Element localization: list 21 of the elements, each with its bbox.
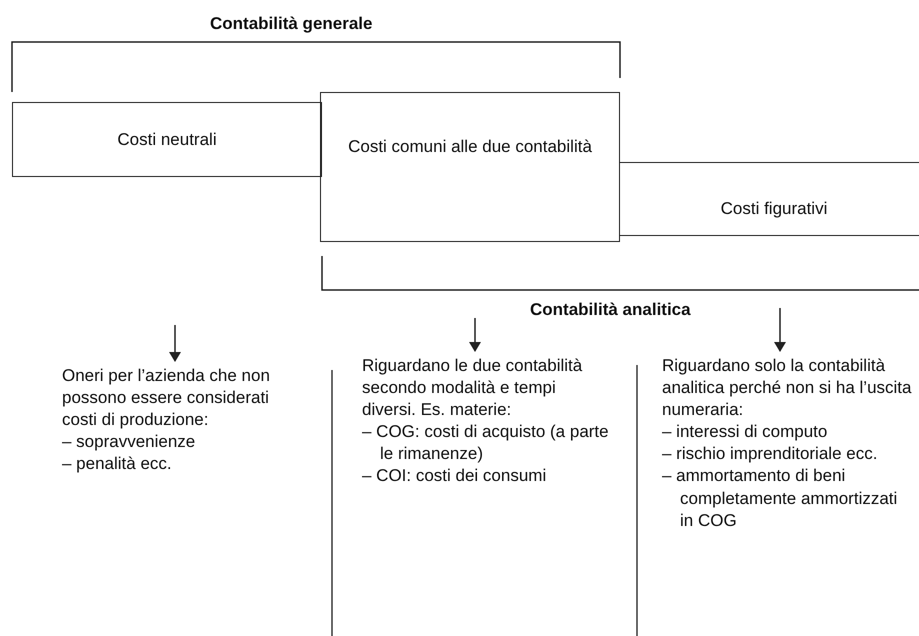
list-item: – penalità ecc. bbox=[62, 453, 173, 476]
list-item: – ammortamento di beni completamente ammortizzati in COG bbox=[662, 465, 898, 532]
section-heading: Contabilità analitica bbox=[530, 300, 691, 320]
description-text: Riguardano solo la contabilità analitica perché non si ha l’uscita numeraria: bbox=[662, 355, 912, 422]
list-item: – COI: costi dei consumi bbox=[362, 465, 548, 488]
description-text: Oneri per l’azienda che non possono essere considerati costi di produzione: bbox=[62, 365, 271, 432]
description-text: Riguardano le due contabilità secondo modalità e tempi diversi. Es. materie: bbox=[362, 355, 584, 422]
list-item: – sopravvenienze bbox=[62, 431, 196, 454]
arrow bbox=[774, 308, 786, 352]
cost-box bbox=[12, 102, 322, 177]
cost-box bbox=[619, 162, 919, 236]
cost-box bbox=[320, 92, 620, 242]
list-item: – interessi di computo bbox=[662, 421, 828, 444]
box-label: Costi comuni alle due contabilità bbox=[348, 136, 592, 158]
list-item: – rischio imprenditoriale ecc. bbox=[662, 443, 878, 466]
section-heading: Contabilità generale bbox=[210, 14, 372, 34]
arrow bbox=[469, 318, 481, 352]
arrow bbox=[169, 325, 181, 362]
box-label: Costi neutrali bbox=[117, 128, 217, 150]
box-label: Costi figurativi bbox=[720, 198, 828, 220]
list-item: – COG: costi di acquisto (a parte le rimanenze) bbox=[362, 421, 610, 466]
